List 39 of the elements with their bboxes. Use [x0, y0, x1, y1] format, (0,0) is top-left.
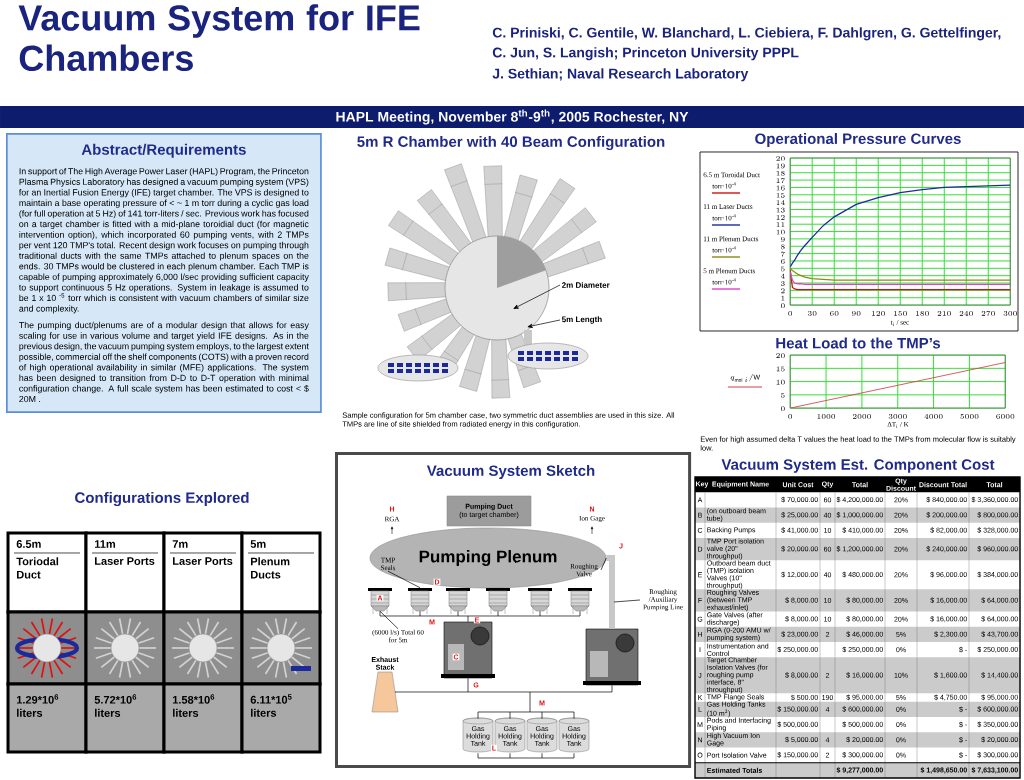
table-cell: 6.11*10$^{5}$ liters [240, 682, 322, 754]
table-cell: 11m Laser Ports [84, 531, 166, 614]
dimension-label: 2m Diameter [562, 282, 610, 288]
axis-label: $q_{\mathrm{mol}\,i} / \mathrm{W}$ [727, 374, 763, 388]
section-heading: Heat Load to the TMP’s [776, 337, 941, 349]
table-cell: 5m Plenum Ducts [240, 531, 322, 614]
turbopump-drawing [368, 588, 392, 615]
leader-line [387, 570, 421, 589]
table-cell: 1.58*10$^{6}$ liters [162, 682, 244, 754]
turbopump-drawing [486, 588, 510, 615]
leader-line [600, 557, 607, 571]
pipe-line [379, 610, 581, 623]
table-cell: 6.5m Toriodal Duct [6, 531, 88, 614]
leader-arrow [527, 319, 561, 328]
section-heading: Configurations Explored [75, 491, 249, 506]
turbopump-drawing [446, 588, 470, 615]
leader-line [379, 610, 399, 630]
pump-drawing [441, 621, 495, 679]
dimension-label: 5m Length [561, 316, 602, 324]
section-heading: 5m R Chamber with 40 Beam Configuration [357, 135, 665, 150]
meeting-banner: HAPL Meeting, November 8$^{th}$-9$^{th}$, 2005 Rochester, NY [0, 106, 1024, 128]
author-list: J. Sethian; Naval Research Laboratory [492, 68, 749, 82]
pipe-line [477, 752, 575, 759]
table-cell: 5.72*10$^{6}$ liters [84, 682, 166, 754]
pump-drawing [583, 628, 641, 686]
table-cell: 7m Laser Ports [162, 531, 244, 614]
section-heading: Vacuum System Est. Component Cost [721, 459, 995, 473]
abstract-panel: Abstract/Requirements In support of The High Average Power Laser (HAPL) Program, the Princeton Plasma Physics Laboratory has designed a vacuum pumping system (VPS) for an Inertial Fusion Energy (IFE) target chamber. The VPS is designed to maintain a base operating pressure of < ~ 1 m torr during a cyclic gas load (for full operation at 5 Hz) of 141 torr-liters / sec. Previous work has focused on a target chamber is fitted with a mid-plane toroidial duct (for magnetic intervention option), which incorporated 60 pumping vents, with 2 TMPs per vent 120 TMP's total. Recent design work focuses on pumping through traditional ducts with the same TMPs attached to plenum spaces on the ends. 30 TMPs would be clustered in each plenum chamber. Each TMP is capable of pumping approximately 6,000 l/sec providing sufficient capacity to support continuous 5 Hz operations. System in leakage is assumed to be 1 x 10 $^{-5}$ torr which is consistent with vacuum chambers of similar size and complexity. The pumping duct/plenums are of a modular design that allows for easy scaling for use in various volume and target yield IFE designs. As in the previous design, the vacuum pumping system employs, to the largest extent possible, commercial off the shelf components (COTS) with a proven record of high operational availability in similar (MFE) applications. The system has been designed to transition from D-D to D-T operation with minimal configuration change. A full scale system has been estimated to cost < $ 20M . [6, 133, 322, 413]
section-heading: Operational Pressure Curves [755, 133, 961, 147]
turbopump-drawing [528, 588, 552, 615]
pipe-line [394, 677, 613, 720]
leader-line [613, 599, 641, 603]
author-list: C. Priniski, C. Gentile, W. Blanchard, L. Ciebiera, F. Dahlgren, G. Gettelfinger, C. Jun, S. Langish; Princeton University PPPL [492, 27, 1001, 61]
turbopump-drawing [568, 588, 592, 615]
roughing-pipe [606, 555, 615, 629]
leader-arrow [513, 284, 561, 309]
table-cell: 1.29*10$^{6}$ liters [6, 682, 88, 754]
poster-title: Vacuum System for IFE Chambers [18, 4, 420, 72]
turbopump-drawing [408, 588, 432, 615]
